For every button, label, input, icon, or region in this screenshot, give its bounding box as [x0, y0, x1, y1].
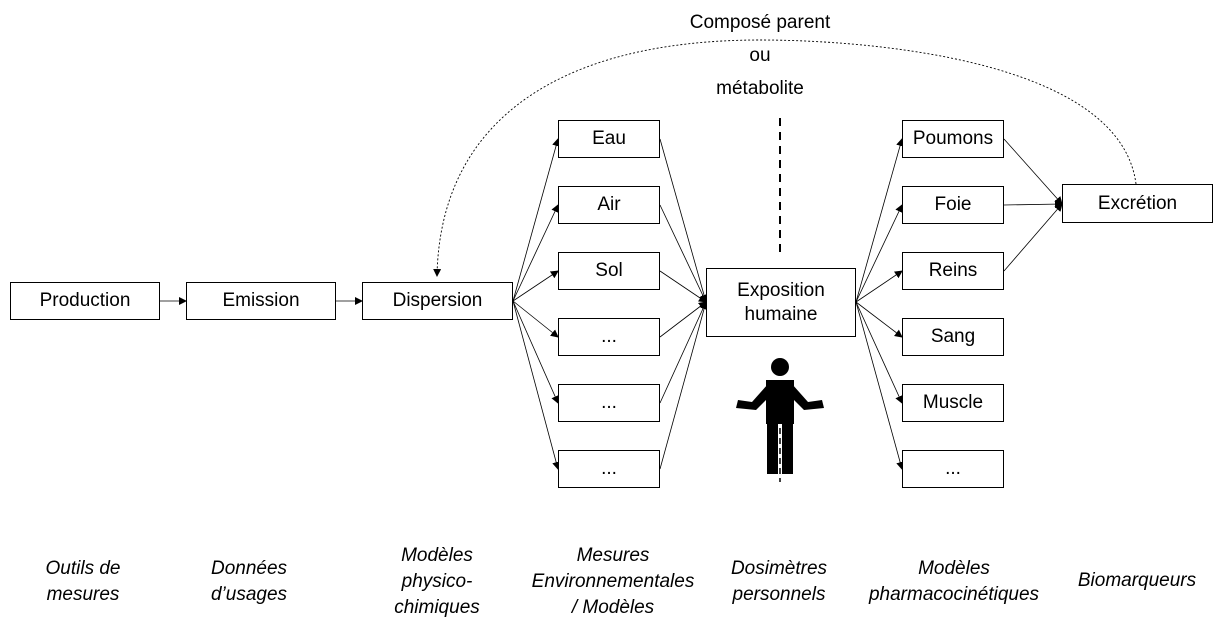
media-box-air: Air	[558, 186, 660, 224]
organ-label-muscle: Muscle	[922, 392, 984, 413]
caption-biomarqueurs: Biomarqueurs	[1062, 568, 1212, 594]
edge-dispersion-media-5	[512, 300, 561, 470]
media-box-eau: Eau	[558, 120, 660, 158]
arc-label: Composé parent ou métabolite	[660, 6, 860, 105]
person-icon	[736, 358, 824, 474]
dispersion-label: Dispersion	[392, 290, 483, 311]
media-box-sol: Sol	[558, 252, 660, 290]
caption-line: Outils de	[45, 558, 121, 579]
edge-media-exposition-5	[659, 301, 708, 470]
edge-dispersion-media-3	[512, 300, 559, 338]
caption-line: Modèles	[918, 558, 990, 579]
media-label-other-1: ...	[601, 326, 617, 347]
edge-exposition-organ-5	[855, 301, 904, 470]
media-label-other-3: ...	[601, 458, 617, 479]
caption-line: Modèles	[401, 545, 473, 566]
media-box-other-2: ...	[558, 384, 660, 422]
emission-label: Emission	[222, 290, 300, 311]
caption-line: mesures	[46, 584, 120, 605]
edge-media-exposition-2	[659, 270, 707, 303]
edge-organ-excretion-2	[1003, 203, 1063, 272]
media-label-sol: Sol	[595, 260, 623, 281]
caption-line: Données	[210, 558, 288, 579]
edge-media-exposition-1	[659, 204, 707, 303]
caption-modeles-physico-chimiques: Modèles physico- chimiques	[362, 543, 512, 621]
edge-exposition-organ-3	[855, 301, 903, 338]
organ-box-foie: Foie	[902, 186, 1004, 224]
edge-media-exposition-4	[659, 301, 707, 404]
edge-media-exposition-3	[659, 301, 707, 338]
media-label-other-2: ...	[601, 392, 617, 413]
edge-exposition-organ-2	[855, 270, 903, 303]
production-label: Production	[39, 290, 131, 311]
edge-dispersion-media-1	[512, 204, 559, 302]
organ-box-muscle: Muscle	[902, 384, 1004, 422]
organ-box-reins: Reins	[902, 252, 1004, 290]
organ-box-poumons: Poumons	[902, 120, 1004, 158]
edge-dispersion-media-4	[512, 300, 559, 404]
edge-exposition-organ-4	[855, 301, 903, 404]
caption-line: / Modèles	[571, 597, 655, 618]
caption-line: pharmacocinétiques	[868, 584, 1040, 605]
organ-label-poumons: Poumons	[912, 128, 994, 149]
caption-modeles-pharmacocinetiques: Modèles pharmacocinétiques	[854, 556, 1054, 608]
caption-line: Dosimètres	[730, 558, 828, 579]
excretion-box: Excrétion	[1062, 184, 1213, 223]
edge-dispersion-media-2	[512, 270, 559, 302]
media-box-other-1: ...	[558, 318, 660, 356]
exposition-label-line-2: humaine	[744, 303, 818, 325]
media-box-other-3: ...	[558, 450, 660, 488]
caption-outils-de-mesures: Outils de mesures	[8, 556, 158, 608]
organ-box-other: ...	[902, 450, 1004, 488]
recycle-arc	[433, 39, 1137, 277]
organ-label-foie: Foie	[934, 194, 972, 215]
production-box: Production	[10, 282, 160, 320]
exposition-label-line-1: Exposition	[737, 279, 825, 301]
arc-label-line-2: ou	[749, 45, 771, 66]
caption-dosimetres-personnels: Dosimètres personnels	[714, 556, 844, 608]
media-label-air: Air	[597, 194, 621, 215]
caption-line: Mesures	[576, 545, 650, 566]
organ-label-other: ...	[945, 458, 961, 479]
arc-label-line-1: Composé parent	[689, 12, 831, 33]
organ-label-sang: Sang	[930, 326, 976, 347]
caption-line: physico-	[401, 571, 473, 592]
caption-mesures-environnementales: Mesures Environnementales / Modèles	[518, 543, 708, 621]
excretion-label: Excrétion	[1097, 192, 1178, 214]
caption-line: d’usages	[210, 584, 288, 605]
edge-dispersion-media-0	[512, 138, 560, 302]
organ-label-reins: Reins	[928, 260, 978, 281]
emission-box: Emission	[186, 282, 336, 320]
edge-exposition-organ-1	[855, 204, 903, 303]
edge-organ-excretion-1	[1003, 200, 1063, 209]
edge-organ-excretion-0	[1003, 138, 1063, 205]
organ-box-sang: Sang	[902, 318, 1004, 356]
caption-line: Environnementales	[531, 571, 695, 592]
exposition-box: Exposition humaine	[706, 268, 856, 337]
caption-donnees-usages: Données d’usages	[174, 556, 324, 608]
edge-exposition-organ-0	[855, 138, 904, 303]
dispersion-box: Dispersion	[362, 282, 513, 320]
media-label-eau: Eau	[592, 128, 626, 149]
edge-media-exposition-0	[659, 138, 708, 303]
caption-line: Biomarqueurs	[1077, 570, 1197, 591]
caption-line: chimiques	[394, 597, 480, 618]
arc-label-line-3: métabolite	[716, 78, 804, 99]
caption-line: personnels	[732, 584, 826, 605]
